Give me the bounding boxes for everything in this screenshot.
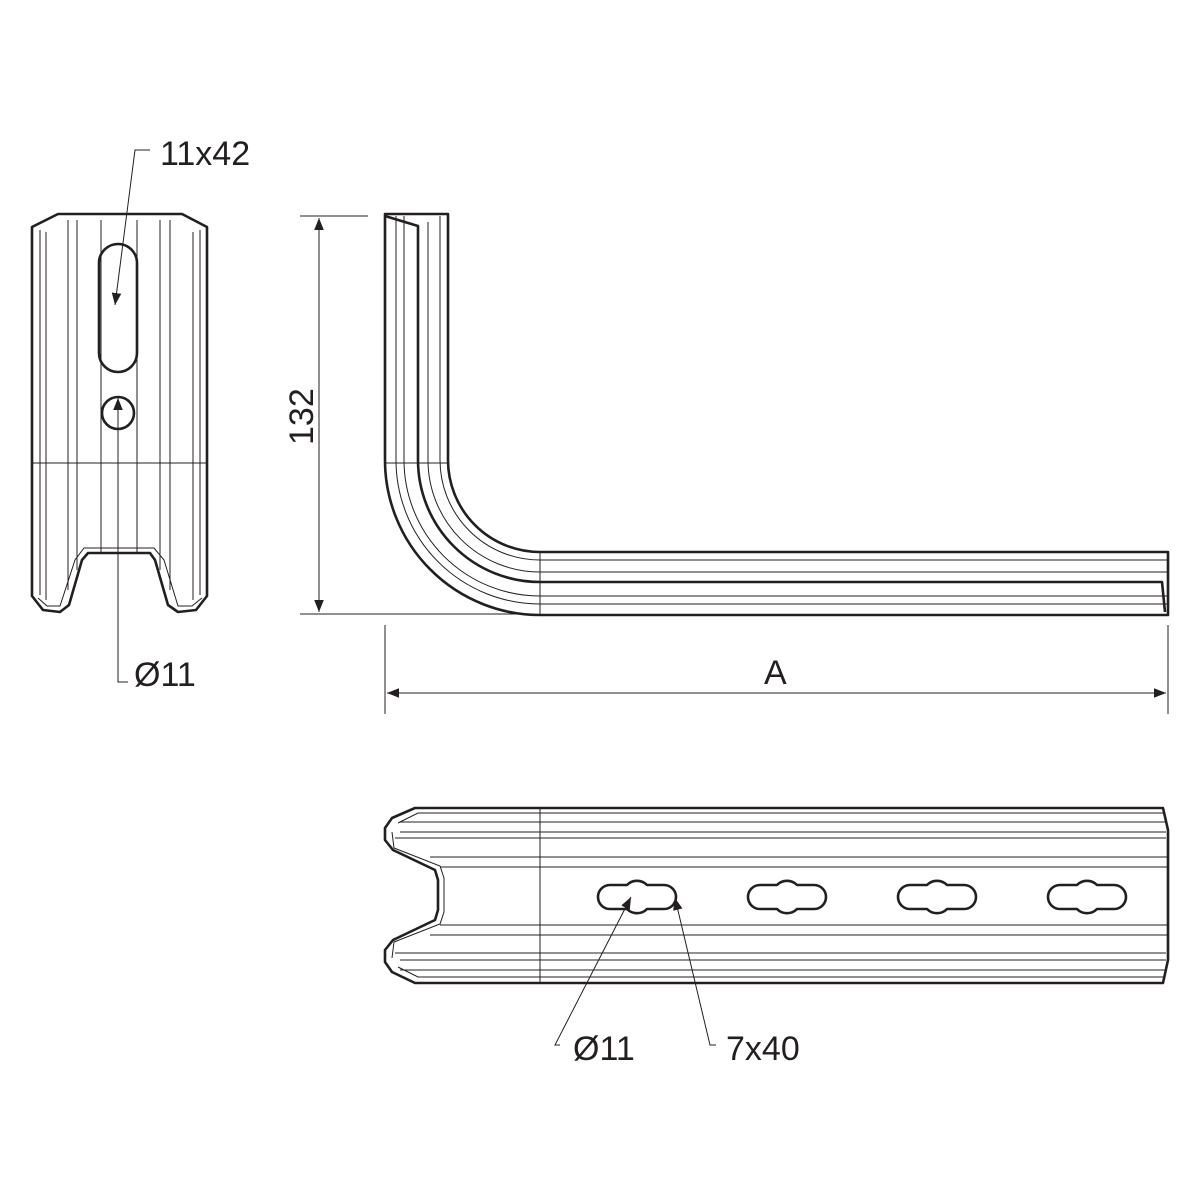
slot-row: [596, 879, 1128, 915]
top-hole-leader: [554, 896, 632, 1046]
slot-leader: [111, 149, 150, 306]
top-slot-dimension-label: 7x40: [726, 1030, 800, 1068]
keyhole-slot: [746, 879, 828, 915]
side-view: 132 A: [283, 212, 1170, 714]
top-view: Ø11 7x40: [383, 806, 1170, 1068]
keyhole-slot: [596, 879, 678, 915]
keyhole-slot: [1046, 879, 1128, 915]
mounting-slot: [97, 242, 139, 374]
top-hole-dimension-label: Ø11: [573, 1030, 635, 1068]
hole-leader: [113, 398, 128, 683]
hole-dimension-label: Ø11: [134, 656, 196, 694]
height-dimension-label: 132: [283, 388, 321, 445]
keyhole-slot: [896, 879, 978, 915]
length-dimension-label: A: [764, 654, 787, 692]
top-slot-leader: [673, 897, 716, 1046]
end-view: 11x42 Ø11: [30, 135, 250, 694]
slot-dimension-label: 11x42: [160, 135, 250, 173]
